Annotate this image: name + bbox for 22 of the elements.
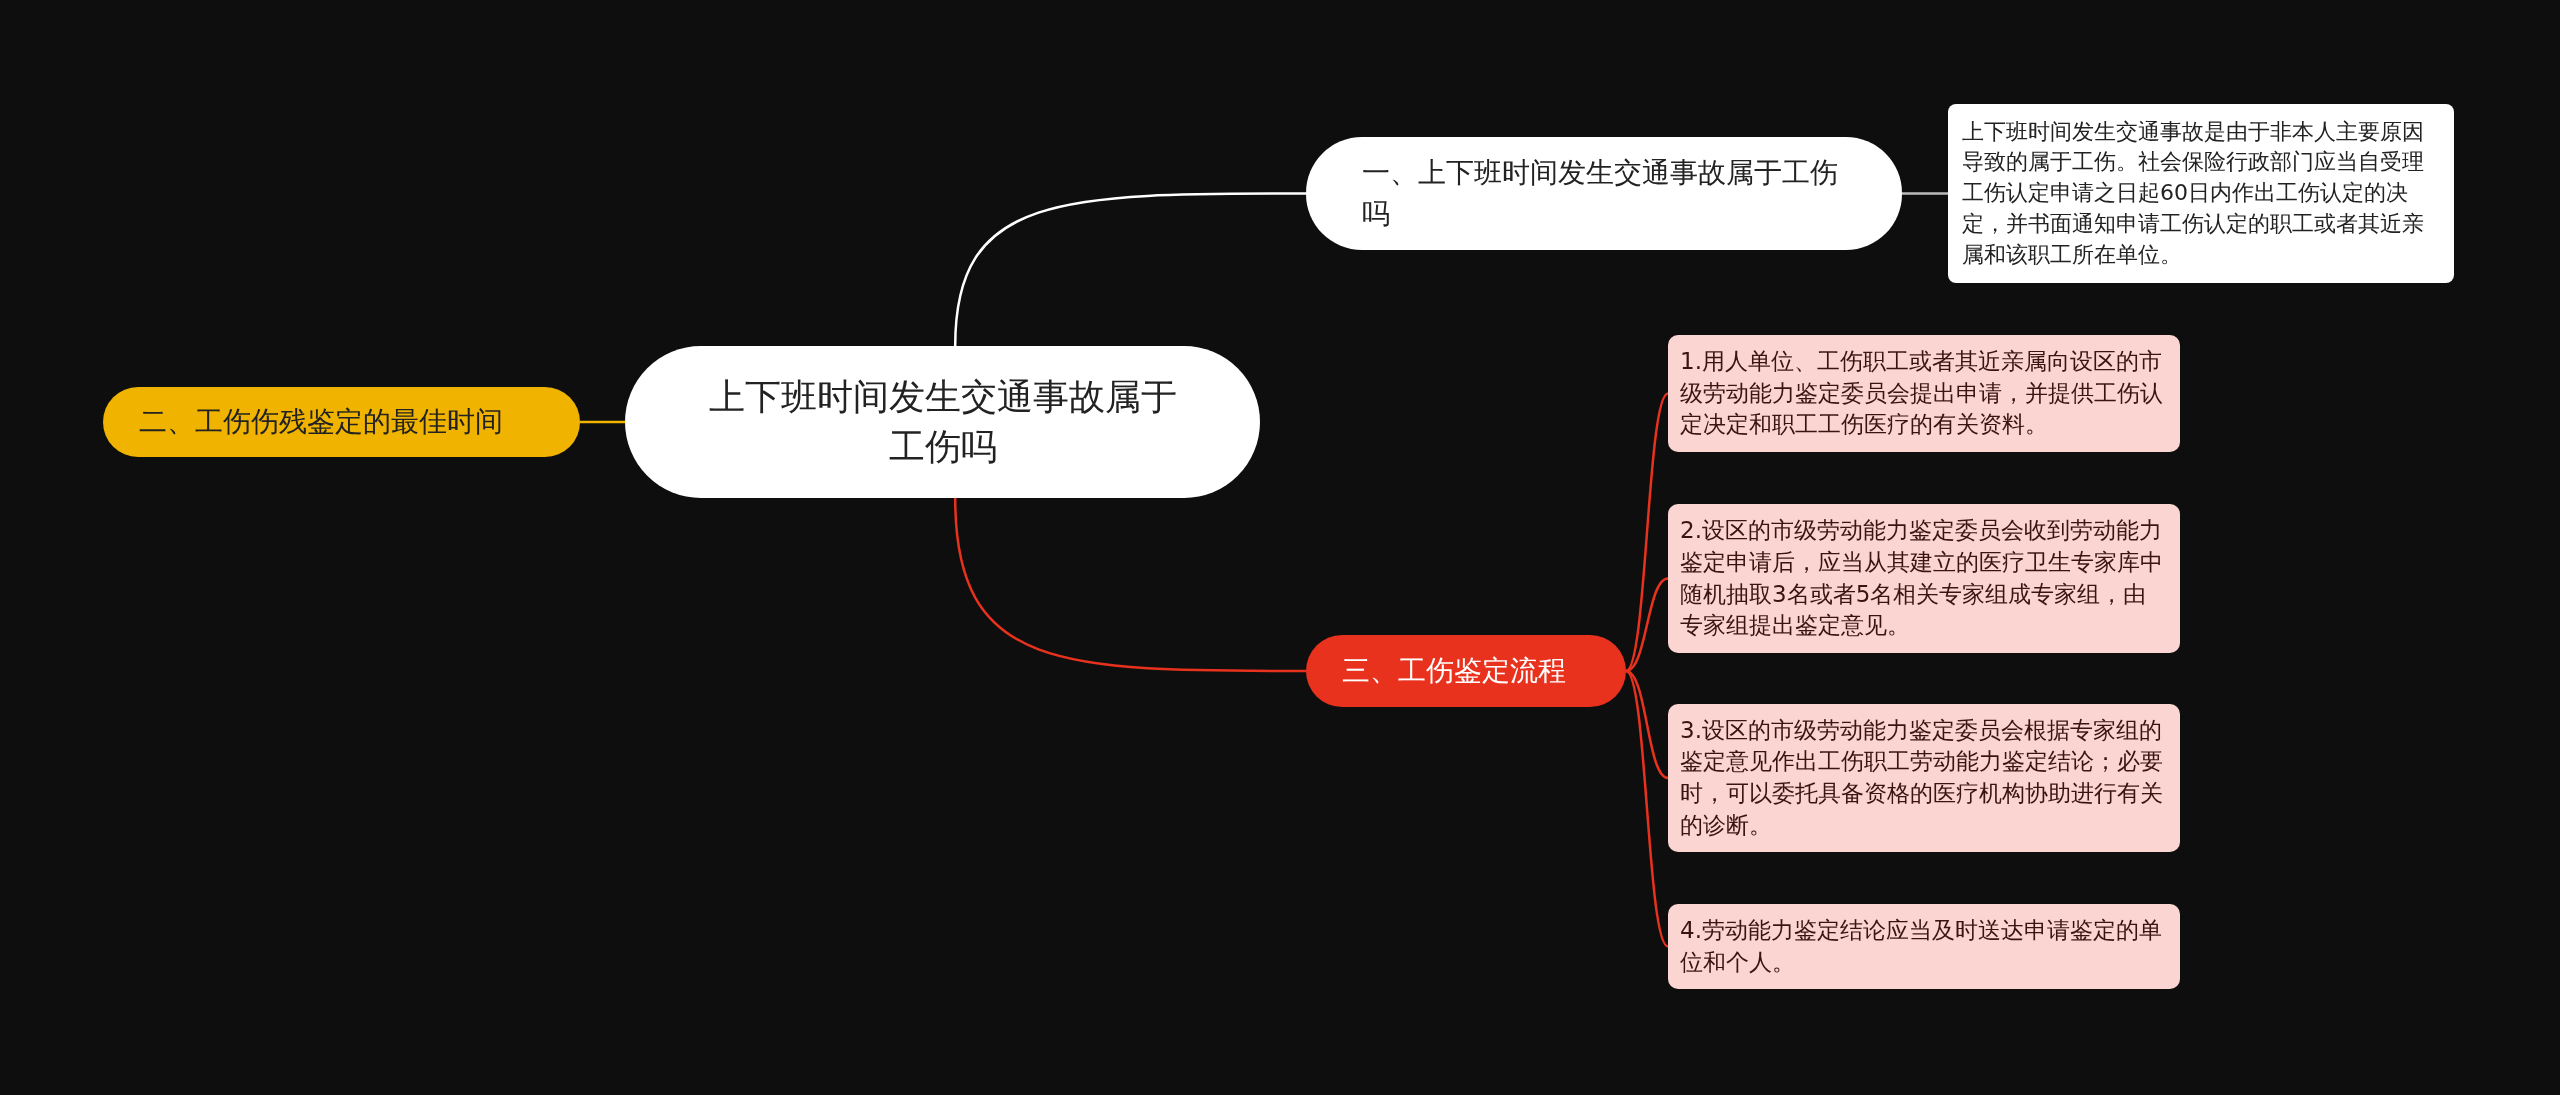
node-text: 一、上下班时间发生交通事故属于工伤吗: [1362, 154, 1839, 232]
connector-line: [953, 192, 1306, 347]
step-card: [1668, 904, 2180, 989]
node-text: 上下班时间发生交通事故属于工伤吗: [707, 374, 1178, 469]
step-card: [1668, 704, 2180, 852]
step-card: [1668, 504, 2180, 653]
connector-line: [1625, 670, 1669, 948]
node-text: 三、工伤鉴定流程: [1342, 652, 1566, 689]
note-card: [1948, 104, 2454, 283]
node-text: 4.劳动能力鉴定结论应当及时送达申请鉴定的单位和个人。: [1680, 915, 2163, 977]
connector-line: [1625, 392, 1669, 672]
connector-line: [1625, 669, 1669, 780]
node-text: 3.设区的市级劳动能力鉴定委员会根据专家组的鉴定意见作出工伤职工劳动能力鉴定结论；必要时，可以委托具备资格的医疗机构协助进行有关的诊断。: [1680, 715, 2164, 840]
step-card: [1668, 335, 2180, 452]
node-text: 1.用人单位、工伤职工或者其近亲属向设区的市级劳动能力鉴定委员会提出申请，并提供工伤认定决定和职工工伤医疗的有关资料。: [1680, 346, 2164, 440]
connector-line: [1625, 577, 1669, 673]
node-text: 上下班时间发生交通事故是由于非本人主要原因导致的属于工伤。社会保险行政部门应当自受理工伤认定申请之日起60日内作出工伤认定的决定，并书面通知申请工伤认定的职工或者其近亲属和该职工所在单位。: [1962, 117, 2425, 269]
node-text: 2.设区的市级劳动能力鉴定委员会收到劳动能力鉴定申请后，应当从其建立的医疗卫生专家库中随机抽取3名或者5名相关专家组成专家组，由专家组提出鉴定意见。: [1680, 516, 2164, 641]
connector-line: [953, 497, 1306, 673]
node-text: 二、工伤伤残鉴定的最佳时间: [139, 403, 503, 440]
connector-line: [1902, 192, 1948, 195]
connector-line: [580, 420, 625, 424]
